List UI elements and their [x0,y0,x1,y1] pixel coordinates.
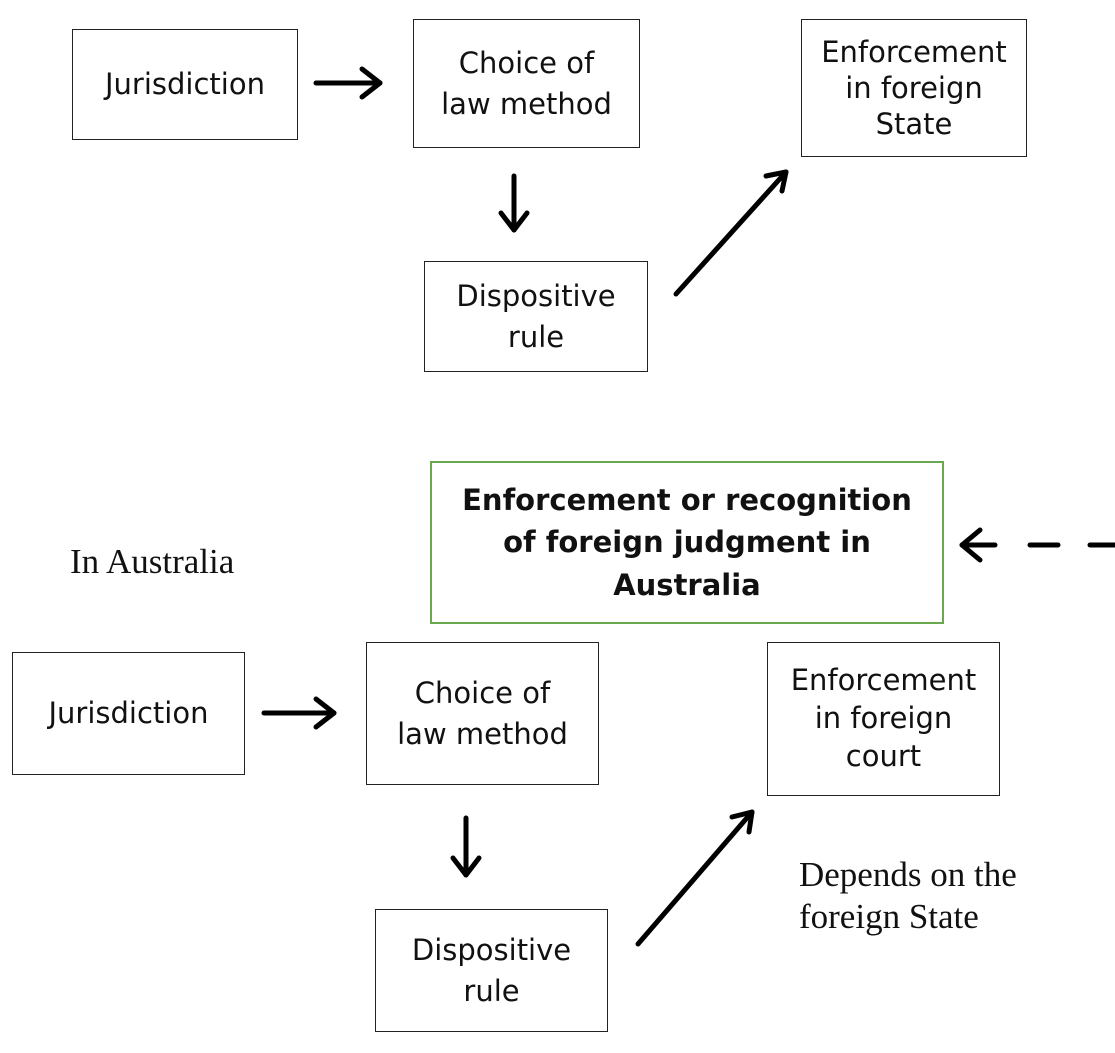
top-arrow-dispositive-to-enforcement [673,169,789,297]
recognition-box: Enforcement or recognition of foreign ju… [430,461,944,624]
top-choice-of-law-label: Choice of law method [441,45,612,121]
recognition-label: Enforcement or recognition of foreign ju… [462,483,912,602]
bottom-arrow-dispositive-to-enforcement [635,809,755,947]
top-enforcement-box: Enforcement in foreign State [801,19,1027,157]
bottom-enforcement-box: Enforcement in foreign court [767,642,1000,796]
top-choice-of-law-box: Choice of law method [413,19,640,148]
top-arrow-jurisdiction-to-choice [313,66,383,100]
bottom-arrow-jurisdiction-to-choice [261,696,337,730]
bottom-choice-of-law-label: Choice of law method [397,675,568,751]
bottom-dispositive-rule-box: Dispositive rule [375,909,608,1032]
top-arrow-choice-to-dispositive [498,173,530,233]
bottom-jurisdiction-box: Jurisdiction [12,652,245,775]
bottom-jurisdiction-label: Jurisdiction [48,696,209,731]
dashed-arrow-to-recognition [959,527,1115,563]
top-dispositive-rule-box: Dispositive rule [424,261,648,372]
top-enforcement-label: Enforcement in foreign State [821,34,1007,142]
in-australia-label: In Australia [70,542,235,581]
bottom-arrow-choice-to-dispositive [450,815,482,878]
depends-note: Depends on the foreign State [799,855,1017,936]
top-dispositive-rule-label: Dispositive rule [456,278,616,354]
bottom-dispositive-rule-label: Dispositive rule [411,932,572,1008]
bottom-enforcement-label: Enforcement in foreign court [790,663,977,773]
top-jurisdiction-label: Jurisdiction [105,67,265,102]
bottom-choice-of-law-box: Choice of law method [366,642,599,785]
top-jurisdiction-box: Jurisdiction [72,29,298,140]
